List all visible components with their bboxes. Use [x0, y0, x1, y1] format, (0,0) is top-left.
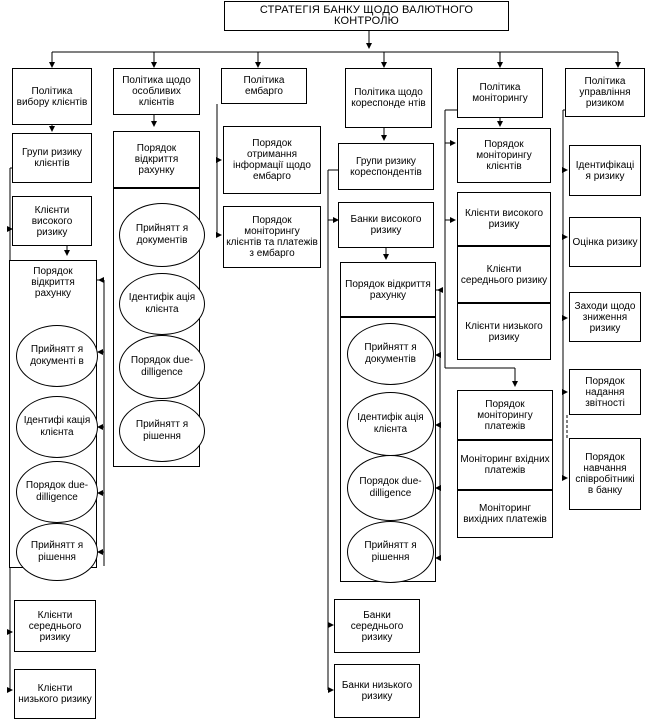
col2-oval-decision: Прийнятт я рішення [119, 400, 205, 462]
col4-oval-client-identification: Ідентифік ація клієнта [347, 392, 434, 456]
policy-risk-management: Політика управління ризиком [565, 68, 645, 117]
policy-special-clients: Політика щодо особливих клієнтів [113, 68, 200, 115]
client-risk-groups: Групи ризику клієнтів [12, 133, 92, 183]
col1-oval-due-diligence: Порядок due-dilligence [16, 461, 98, 523]
col4-oval-decision: Прийнятт я рішення [347, 521, 434, 583]
col1-oval-decision: Прийнятт я рішення [16, 523, 98, 581]
high-risk-banks: Банки високого ризику [338, 202, 434, 248]
correspondent-risk-groups: Групи ризику кореспондентів [338, 143, 434, 190]
col4-account-opening-procedure: Порядок відкриття рахунку [340, 262, 436, 317]
col2-oval-due-diligence: Порядок due-dilligence [119, 335, 205, 399]
col1-oval-client-identification: Ідентифі кація клієнта [16, 396, 98, 458]
col2-oval-accept-documents: Прийнятт я документів [119, 203, 205, 267]
embargo-monitoring-procedure: Порядок моніторингу клієнтів та платежів… [223, 206, 321, 268]
low-risk-banks: Банки низького ризику [334, 664, 420, 718]
col2-account-opening-procedure: Порядок відкриття рахунку [113, 131, 200, 188]
monitoring-medium-risk-clients: Клієнти середнього ризику [457, 246, 551, 303]
staff-training-procedure: Порядок навчання співробітникі в банку [569, 438, 641, 510]
low-risk-clients: Клієнти низького ризику [14, 669, 96, 719]
reporting-procedure: Порядок надання звітності [569, 369, 641, 415]
incoming-payments-monitoring: Моніторинг вхідних платежів [457, 440, 553, 490]
high-risk-clients: Клієнти високого ризику [12, 196, 92, 246]
client-monitoring-procedure: Порядок моніторингу клієнтів [457, 128, 551, 183]
risk-identification: Ідентифікаці я ризику [569, 145, 641, 196]
medium-risk-clients: Клієнти середнього ризику [14, 600, 96, 652]
col2-oval-client-identification: Ідентифік ація клієнта [119, 273, 205, 335]
monitoring-high-risk-clients: Клієнти високого ризику [457, 192, 551, 246]
col1-oval-accept-documents: Прийнятт я документі в [16, 325, 98, 387]
policy-client-selection: Політика вибору клієнтів [12, 68, 92, 125]
policy-correspondents: Політика щодо кореспонде нтів [345, 68, 432, 128]
col4-oval-due-diligence: Порядок due-dilligence [347, 455, 434, 521]
monitoring-low-risk-clients: Клієнти низького ризику [457, 303, 551, 360]
medium-risk-banks: Банки середнього ризику [334, 599, 420, 653]
embargo-info-procedure: Порядок отримання інформації щодо ембарг… [223, 126, 321, 194]
payment-monitoring-procedure: Порядок моніторингу платежів [457, 390, 553, 440]
policy-monitoring: Політика моніторингу [457, 68, 543, 118]
outgoing-payments-monitoring: Моніторинг вихідних платежів [457, 490, 553, 538]
risk-assessment: Оцінка ризику [569, 217, 641, 267]
root-strategy-box: СТРАТЕГІЯ БАНКУ ЩОДО ВАЛЮТНОГО КОНТРОЛЮ [224, 1, 509, 31]
risk-reduction-measures: Заходи щодо зниження ризику [569, 292, 641, 342]
policy-embargo: Політика ембарго [221, 68, 307, 104]
col4-oval-accept-documents: Прийнятт я документів [347, 323, 434, 385]
